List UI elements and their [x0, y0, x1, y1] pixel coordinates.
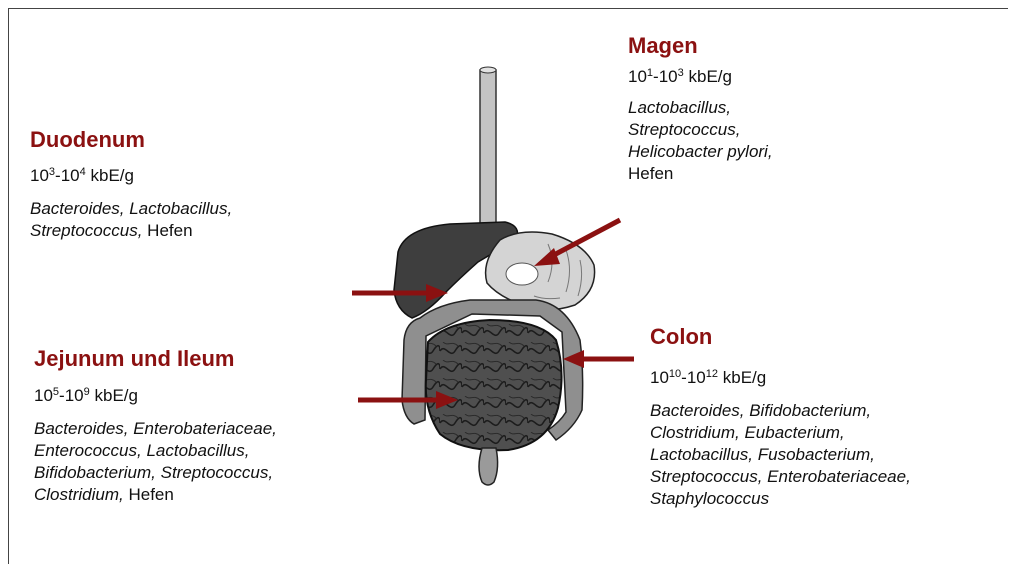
- colon-title: Colon: [650, 324, 911, 350]
- colon-organisms: Bacteroides, Bifidobacterium, Clostridiu…: [650, 400, 911, 510]
- duodenum-count: 103-104 kbE/g: [30, 166, 232, 186]
- magen-organisms: Lactobacillus, Streptococcus, Helicobact…: [628, 97, 773, 185]
- jejunum-count: 105-109 kbE/g: [34, 386, 277, 406]
- duodenum-title: Duodenum: [30, 127, 232, 153]
- colon-count: 1010-1012 kbE/g: [650, 368, 911, 388]
- small-intestine: [426, 320, 562, 450]
- magen-title: Magen: [628, 33, 773, 59]
- rectum: [479, 448, 498, 485]
- jejunum-block: Jejunum und Ileum 105-109 kbE/g Bacteroi…: [34, 346, 277, 506]
- magen-count: 101-103 kbE/g: [628, 67, 773, 87]
- duodenum-block: Duodenum 103-104 kbE/g Bacteroides, Lact…: [30, 127, 232, 242]
- duodenum-organisms: Bacteroides, Lactobacillus, Streptococcu…: [30, 198, 232, 242]
- jejunum-title: Jejunum und Ileum: [34, 346, 277, 372]
- jejunum-organisms: Bacteroides, Enterobateriaceae, Enteroco…: [34, 418, 277, 506]
- colon-block: Colon 1010-1012 kbE/g Bacteroides, Bifid…: [650, 324, 911, 510]
- magen-block: Magen 101-103 kbE/g Lactobacillus, Strep…: [628, 33, 773, 185]
